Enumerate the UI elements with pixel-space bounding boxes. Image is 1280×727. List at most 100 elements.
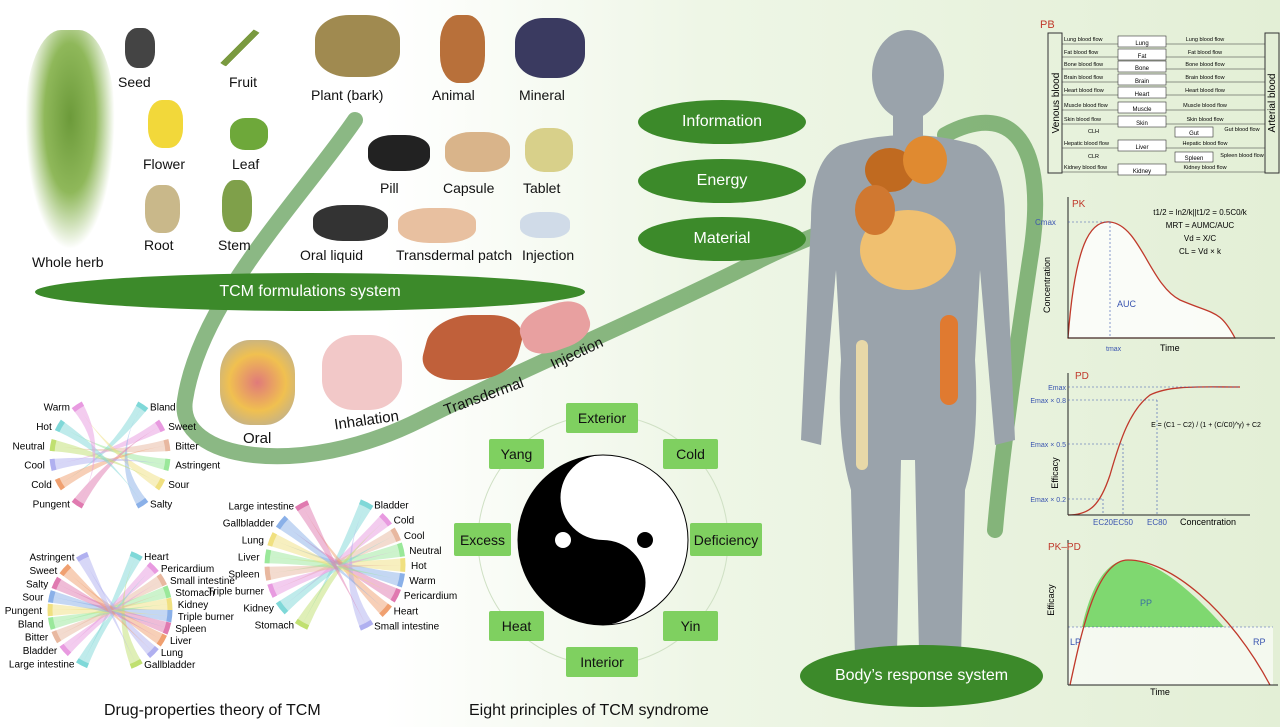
chord-ribbon bbox=[53, 592, 168, 642]
chord-ribbon bbox=[57, 421, 143, 504]
pb-left-flow: Heart blood flow bbox=[1064, 88, 1104, 94]
pkpd-ylabel: Efficacy bbox=[1046, 584, 1056, 616]
chord-arc bbox=[156, 573, 167, 587]
chord-arc bbox=[163, 439, 171, 452]
pb-spleen-box bbox=[1174, 151, 1214, 163]
chord-ribbon bbox=[77, 554, 137, 664]
pk-equation: t1/2 = ln2/k||t1/2 = 0.5C0/k bbox=[1153, 208, 1248, 217]
seed-label: Seed bbox=[118, 74, 151, 90]
chord-arc bbox=[51, 630, 62, 644]
chord-label-tastes-meridians: Liver bbox=[170, 636, 192, 647]
pd-title: PD bbox=[1075, 371, 1089, 382]
chord-arc bbox=[390, 527, 401, 542]
chord-ribbon bbox=[50, 598, 170, 610]
chord-label-tastes-meridians: Bitter bbox=[25, 633, 49, 644]
chord-arc bbox=[294, 500, 310, 512]
chord-label-tastes-natures: Sweet bbox=[168, 422, 196, 433]
principle-deficiency: Deficiency bbox=[690, 523, 762, 556]
chord-label-tastes-meridians: Triple burner bbox=[178, 612, 235, 623]
chord-ribbon bbox=[277, 534, 396, 613]
pb-organ-box bbox=[1117, 86, 1167, 99]
chord-arc bbox=[155, 419, 166, 433]
information-ellipse: Information bbox=[638, 100, 806, 144]
material-ellipse: Material bbox=[638, 217, 806, 261]
pb-organ-box bbox=[1117, 163, 1167, 176]
chord-arc bbox=[358, 619, 374, 631]
stem-image bbox=[222, 180, 252, 232]
subtherapeutic-zone bbox=[1068, 627, 1273, 685]
chord-label-tastes-natures: Sour bbox=[168, 480, 190, 491]
chord-ribbon bbox=[82, 556, 157, 657]
flower-label: Flower bbox=[143, 156, 186, 172]
chord-arc bbox=[146, 562, 159, 575]
pb-organ-box bbox=[1117, 35, 1167, 48]
tcm-formulations-system: TCM formulations system bbox=[35, 273, 585, 311]
pp-label: PP bbox=[1140, 598, 1152, 608]
pd-ec-label: EC20 bbox=[1093, 518, 1114, 527]
pb-right-flow: Muscle blood flow bbox=[1183, 103, 1227, 109]
pb-organ-label: Kidney bbox=[1133, 169, 1151, 175]
chord-ribbon bbox=[50, 604, 170, 630]
pb-organ-label: Lung bbox=[1135, 41, 1148, 47]
whole-herb-label: Whole herb bbox=[32, 254, 104, 270]
chord-arc bbox=[358, 499, 374, 511]
injection-label: Injection bbox=[522, 247, 575, 263]
chord-label-meridians-natures: Heart bbox=[394, 606, 419, 617]
pill-image bbox=[368, 135, 430, 171]
pb-right-flow: Lung blood flow bbox=[1186, 37, 1225, 43]
chord-label-meridians-natures: Hot bbox=[411, 561, 427, 572]
chord-ribbon bbox=[302, 505, 390, 616]
tmax-label: tmax bbox=[1106, 346, 1122, 353]
chord-label-tastes-meridians: Bladder bbox=[23, 646, 58, 657]
chord-arc bbox=[75, 551, 89, 562]
chord-arc bbox=[294, 618, 310, 630]
chord-ribbon bbox=[52, 439, 161, 484]
chord-label-tastes-natures: Hot bbox=[36, 422, 52, 433]
pd-ylevel: Emax bbox=[1048, 385, 1066, 392]
pb-left-flow: Lung blood flow bbox=[1064, 37, 1103, 43]
chord-ribbon bbox=[57, 445, 168, 489]
chord-ribbon bbox=[59, 403, 147, 484]
pb-right-flow: Brain blood flow bbox=[1185, 75, 1224, 81]
capsule-label: Capsule bbox=[443, 180, 495, 196]
leaf-label: Leaf bbox=[232, 156, 260, 172]
human-body-figure bbox=[801, 30, 1015, 700]
chord-label-meridians-natures: Pericardium bbox=[404, 591, 457, 602]
bark-image bbox=[315, 15, 400, 77]
pkpd-xlabel: Time bbox=[1150, 687, 1170, 697]
chord-arc bbox=[397, 542, 405, 557]
animal-label: Animal bbox=[432, 87, 475, 103]
chord-label-meridians-natures: Warm bbox=[409, 576, 435, 587]
mineral-image bbox=[515, 18, 585, 78]
patch-image bbox=[398, 208, 476, 243]
pkpd-title: PK–PD bbox=[1048, 542, 1081, 553]
seahorse-image bbox=[440, 15, 485, 83]
chord-arc bbox=[275, 515, 289, 530]
pk-title: PK bbox=[1072, 199, 1086, 210]
chord-ribbon bbox=[267, 543, 403, 574]
oral-liquid-image bbox=[313, 205, 388, 241]
pb-organ-box bbox=[1117, 48, 1167, 61]
chord-label-tastes-meridians: Small intestine bbox=[170, 576, 235, 587]
pb-organ-label: Muscle bbox=[1132, 107, 1152, 113]
chord-arc bbox=[47, 590, 56, 603]
pk-ylabel: Concentration bbox=[1042, 257, 1052, 313]
chord-arc bbox=[146, 645, 159, 658]
caption-drug-properties: Drug-properties theory of TCM bbox=[104, 702, 321, 719]
pd-ec-label: EC80 bbox=[1147, 518, 1168, 527]
chord-arc bbox=[390, 588, 401, 603]
pb-cl-renal: CLR bbox=[1088, 154, 1099, 160]
stem-label: Stem bbox=[218, 237, 251, 253]
principle-yin: Yin bbox=[663, 611, 718, 641]
chord-arc bbox=[264, 566, 272, 581]
chord-label-tastes-natures: Neutral bbox=[13, 441, 45, 452]
chord-label-tastes-natures: Astringent bbox=[175, 461, 220, 472]
pb-organ-label: Heart bbox=[1135, 92, 1150, 98]
chord-label-meridians-natures: Cool bbox=[404, 531, 425, 542]
pd-ylevel: Emax × 0.5 bbox=[1030, 442, 1066, 449]
chord-label-tastes-meridians: Kidney bbox=[178, 600, 209, 611]
pk-equation: CL = Vd × k bbox=[1179, 247, 1222, 256]
chord-ribbon bbox=[121, 556, 142, 667]
root-label: Root bbox=[144, 237, 174, 253]
chord-label-tastes-meridians: Heart bbox=[144, 552, 169, 563]
